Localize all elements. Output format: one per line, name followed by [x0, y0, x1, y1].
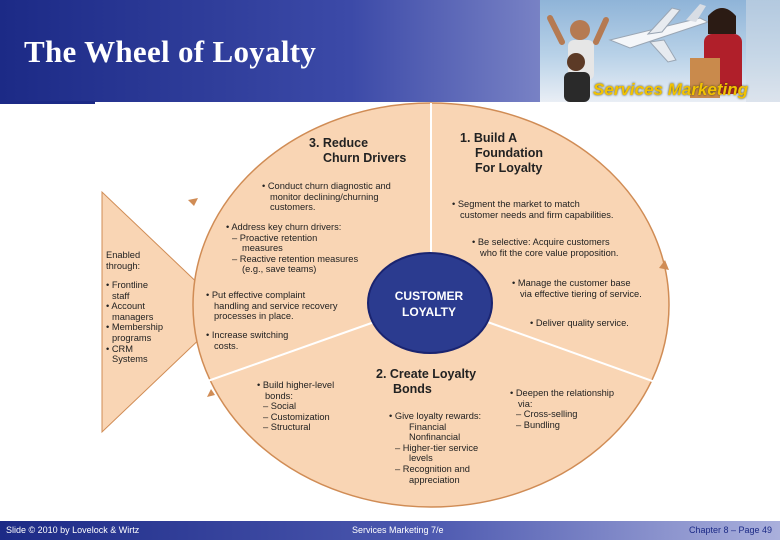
- section2-heading-line: 2. Create Loyalty: [376, 367, 476, 382]
- bullet-line: appreciation: [389, 475, 481, 486]
- section3-bullet: • Increase switching costs.: [206, 330, 288, 351]
- section2-bullet: • Give loyalty rewards: Financial Nonfin…: [389, 411, 481, 485]
- section2-heading: 2. Create Loyalty Bonds: [376, 367, 476, 397]
- section2-heading-line: Bonds: [376, 382, 476, 397]
- bullet-line: processes in place.: [206, 311, 338, 322]
- bullet-line: – Social: [257, 401, 334, 412]
- section3-bullet: • Put effective complaint handling and s…: [206, 290, 338, 322]
- enabled-item: • Account: [106, 301, 163, 312]
- enabled-item: • Frontline: [106, 280, 163, 291]
- bullet-line: – Cross-selling: [510, 409, 614, 420]
- bullet-line: levels: [389, 453, 481, 464]
- bullet-line: via:: [510, 399, 614, 410]
- footer-copyright: Slide © 2010 by Lovelock & Wirtz: [6, 525, 139, 535]
- core-label: CUSTOMER LOYALTY: [372, 288, 486, 320]
- bullet-line: Financial: [389, 422, 481, 433]
- enabled-item: • Membership: [106, 322, 163, 333]
- bullet-line: handling and service recovery: [206, 301, 338, 312]
- section1-bullet: • Manage the customer base via effective…: [512, 278, 642, 299]
- arrow-icon: [207, 389, 215, 397]
- bullet-line: measures: [226, 243, 358, 254]
- bullet-line: – Reactive retention measures: [226, 254, 358, 265]
- enabled-item: staff: [106, 291, 163, 302]
- bullet-line: who fit the core value proposition.: [472, 248, 619, 259]
- enabled-item: • CRM: [106, 344, 163, 355]
- bullet-line: • Increase switching: [206, 330, 288, 341]
- core-line: CUSTOMER: [372, 288, 486, 304]
- enabled-heading-line: Enabled: [106, 250, 140, 261]
- section1-heading-line: Foundation: [460, 146, 543, 161]
- bullet-line: • Give loyalty rewards:: [389, 411, 481, 422]
- section1-heading: 1. Build A Foundation For Loyalty: [460, 131, 543, 176]
- enabled-item: programs: [106, 333, 163, 344]
- footer-course: Services Marketing 7/e: [352, 525, 444, 535]
- bullet-line: – Recognition and: [389, 464, 481, 475]
- section3-heading: 3. Reduce Churn Drivers: [309, 136, 406, 166]
- core-line: LOYALTY: [372, 304, 486, 320]
- bullet-line: customer needs and firm capabilities.: [452, 210, 613, 221]
- bullet-line: bonds:: [257, 391, 334, 402]
- bullet-line: • Put effective complaint: [206, 290, 338, 301]
- bullet-line: • Conduct churn diagnostic and: [262, 181, 391, 192]
- bullet-line: • Deepen the relationship: [510, 388, 614, 399]
- section3-heading-line: 3. Reduce: [309, 136, 406, 151]
- bullet-line: monitor declining/churning: [262, 192, 391, 203]
- bullet-line: • Manage the customer base: [512, 278, 642, 289]
- bullet-line: customers.: [262, 202, 391, 213]
- bullet-line: • Build higher-level: [257, 380, 334, 391]
- arrow-icon: [188, 198, 198, 206]
- enabled-list: • Frontline staff • Account managers • M…: [106, 280, 163, 365]
- section1-heading-line: For Loyalty: [460, 161, 543, 176]
- bullet-line: • Deliver quality service.: [530, 318, 629, 329]
- enabled-item: managers: [106, 312, 163, 323]
- section1-bullet: • Deliver quality service.: [530, 318, 629, 329]
- section3-bullet: • Address key churn drivers: – Proactive…: [226, 222, 358, 275]
- bullet-line: • Be selective: Acquire customers: [472, 237, 619, 248]
- bullet-line: – Proactive retention: [226, 233, 358, 244]
- section1-bullet: • Segment the market to match customer n…: [452, 199, 613, 220]
- enabled-heading-line: through:: [106, 261, 140, 272]
- bullet-line: Nonfinancial: [389, 432, 481, 443]
- bullet-line: • Address key churn drivers:: [226, 222, 358, 233]
- bullet-line: – Structural: [257, 422, 334, 433]
- section3-bullet: • Conduct churn diagnostic and monitor d…: [262, 181, 391, 213]
- bullet-line: – Higher-tier service: [389, 443, 481, 454]
- bullet-line: (e.g., save teams): [226, 264, 358, 275]
- section1-heading-line: 1. Build A: [460, 131, 543, 146]
- section1-bullet: • Be selective: Acquire customers who fi…: [472, 237, 619, 258]
- bullet-line: via effective tiering of service.: [512, 289, 642, 300]
- bullet-line: • Segment the market to match: [452, 199, 613, 210]
- enabled-item: Systems: [106, 354, 163, 365]
- section2-bullet: • Deepen the relationship via: – Cross-s…: [510, 388, 614, 430]
- section2-bullet: • Build higher-level bonds: – Social – C…: [257, 380, 334, 433]
- footer-page: Chapter 8 – Page 49: [689, 525, 772, 535]
- bullet-line: – Customization: [257, 412, 334, 423]
- bullet-line: – Bundling: [510, 420, 614, 431]
- bullet-line: costs.: [206, 341, 288, 352]
- section3-heading-line: Churn Drivers: [309, 151, 406, 166]
- enabled-heading: Enabled through:: [106, 250, 140, 271]
